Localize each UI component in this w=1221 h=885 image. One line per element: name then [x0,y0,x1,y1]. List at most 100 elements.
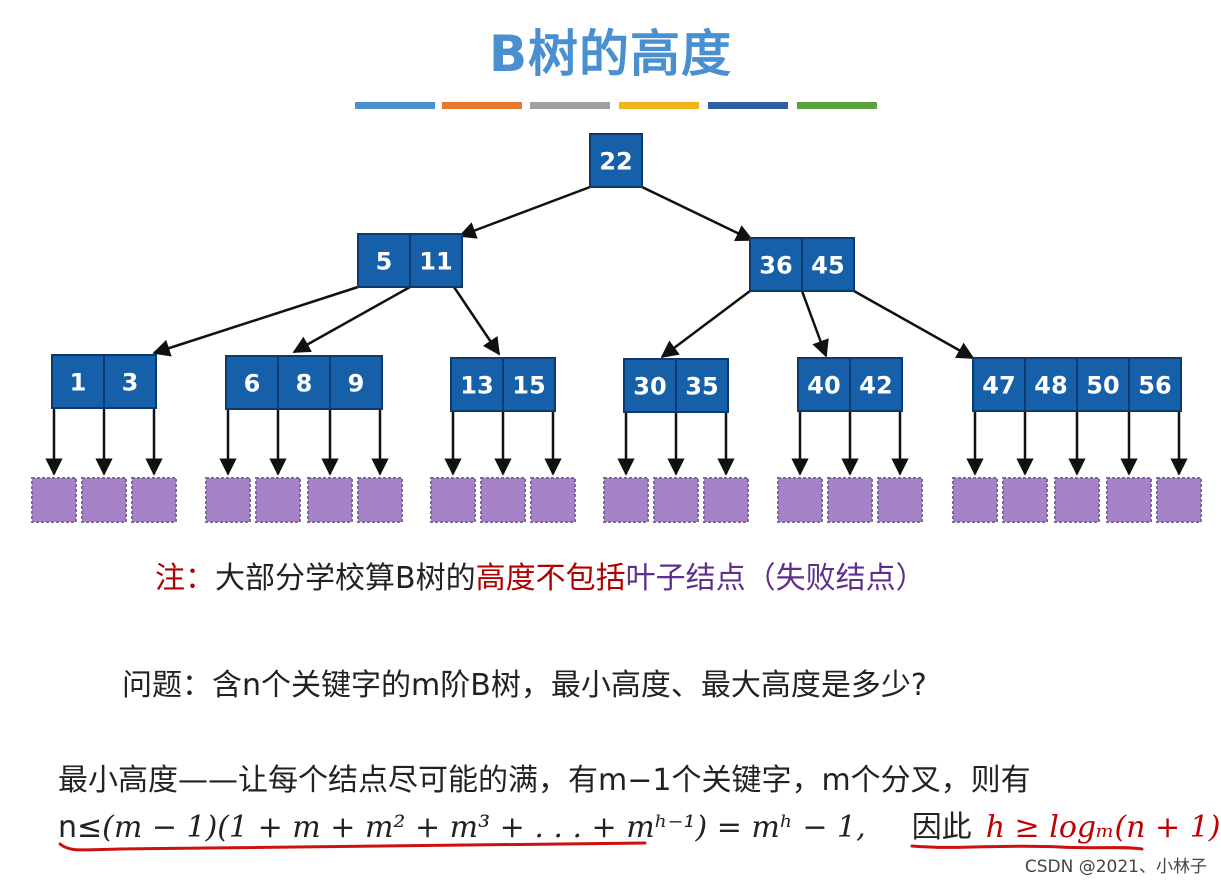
question-text: 问题：含n个关键字的m阶B树，最小高度、最大高度是多少? [122,668,927,703]
key-label: 40 [807,372,840,400]
key-cell [51,354,105,409]
watermark: CSDN @2021、小林子 [1024,857,1207,877]
key-cell [972,357,1026,412]
n-leq: n≤ [58,810,103,845]
pointer-arrow [641,185,754,242]
key-label: 3 [122,369,139,397]
failure-node [530,477,576,523]
key-label: 45 [811,252,844,280]
leaf-level-node: 13 15 [450,357,556,412]
note-line: 注：大部分学校算B树的高度不包括叶子结点（失败结点） [155,553,926,597]
key-cell [749,237,803,292]
color-bar-navy [708,102,788,109]
key-cell [675,358,729,413]
key-cell [1128,357,1182,412]
height-result: h ≥ logₘ(n + 1) [985,810,1221,845]
leaf-level-node: 47 48 50 56 [972,357,1182,412]
failure-node [480,477,526,523]
key-cell [409,233,463,288]
key-cell [1076,357,1130,412]
key-cell [623,358,677,413]
note-prefix: 注： [155,561,215,596]
note-purple-text: 叶子结点（失败结点） [625,561,926,596]
failure-node [131,477,177,523]
color-bar-green [797,102,877,109]
failure-node [430,477,476,523]
key-cell [797,357,851,412]
key-cell [801,237,855,292]
color-bar-gray [530,102,610,109]
leaf-level-node: 40 42 [797,357,903,412]
pointer-arrow [292,285,411,354]
failure-node [307,477,353,523]
key-label: 56 [1138,372,1171,400]
failure-node [703,477,749,523]
therefore-text: 因此 [911,810,972,845]
answer-line-1: 最小高度——让每个结点尽可能的满，有m−1个关键字，m个分叉，则有 [58,763,1031,798]
failure-node [877,477,923,523]
key-cell [589,133,643,188]
failure-node [81,477,127,523]
answer-line-2: n≤(m − 1)(1 + m + m² + m³ + . . . + mʰ⁻¹… [58,802,1221,846]
result-underline [910,844,1144,851]
failure-node [827,477,873,523]
failure-node [777,477,823,523]
sum-formula: (m − 1)(1 + m + m² + m³ + . . . + mʰ⁻¹) … [102,810,866,845]
key-cell [450,357,504,412]
failure-node [255,477,301,523]
pointer-arrow [800,290,829,358]
failure-node [1054,477,1100,523]
key-label: 15 [512,372,545,400]
underline-marks [58,841,1144,852]
key-label: 42 [859,372,892,400]
page-title: B树的高度 [488,25,733,83]
failure-node [1156,477,1202,523]
failure-node [1002,477,1048,523]
pointer-arrow [458,185,591,239]
formula-underline [58,841,647,852]
key-label: 50 [1086,372,1119,400]
color-bar-yellow [619,102,699,109]
failure-node [1106,477,1152,523]
key-label: 6 [244,370,261,398]
key-label: 22 [599,148,632,176]
leaf-level-node: 30 35 [623,358,729,413]
key-label: 35 [685,373,718,401]
failure-node [952,477,998,523]
failure-node [357,477,403,523]
key-cell [225,355,279,410]
key-label: 1 [70,369,87,397]
pointer-arrow [152,285,359,357]
key-cell [357,233,411,288]
root-node: 22 [589,133,643,188]
color-bar-blue [355,102,435,109]
internal-node: 36 45 [749,237,855,292]
key-label: 5 [376,248,393,276]
key-label: 36 [759,252,792,280]
leaf-level-node: 6 8 9 [225,355,383,410]
key-label: 30 [633,373,666,401]
failure-node [653,477,699,523]
failure-node [603,477,649,523]
note-red-text: 高度不包括 [475,561,626,596]
key-label: 8 [296,370,313,398]
key-label: 47 [982,372,1015,400]
key-cell [849,357,903,412]
key-cell [329,355,383,410]
key-cell [103,354,157,409]
key-cell [502,357,556,412]
pointer-arrow [452,286,501,356]
note-text: 大部分学校算B树的 [215,561,476,596]
key-label: 13 [460,372,493,400]
pointer-arrow [660,290,751,359]
key-label: 9 [348,370,365,398]
failure-node [205,477,251,523]
pointer-arrow [853,289,975,360]
internal-node: 5 11 [357,233,463,288]
key-label: 48 [1034,372,1067,400]
failure-node [31,477,77,523]
color-bar-orange [442,102,522,109]
key-label: 11 [419,248,452,276]
